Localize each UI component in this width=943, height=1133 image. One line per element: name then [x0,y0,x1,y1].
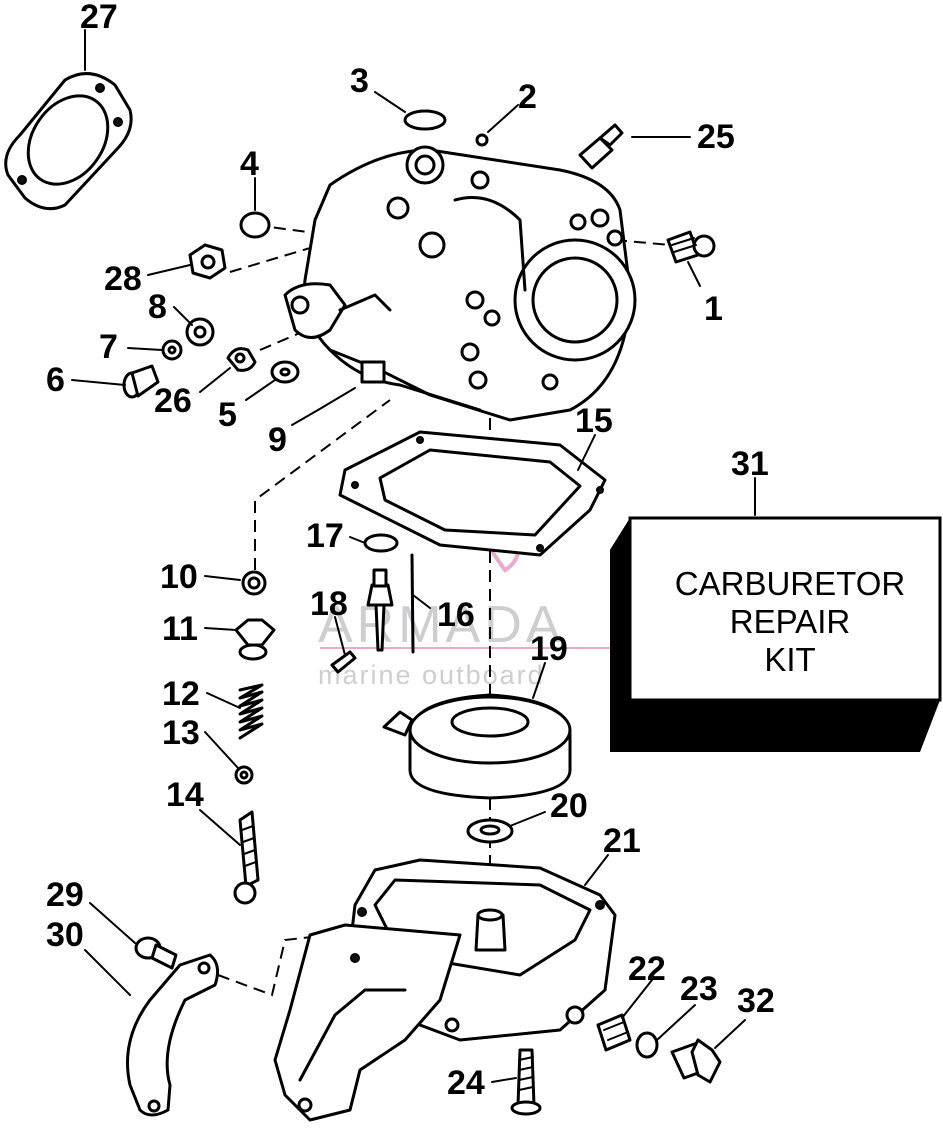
washer-7 [161,339,183,361]
needle-14 [233,810,260,905]
spring-12 [238,683,264,740]
callout-5: 5 [218,396,237,434]
ball-2 [475,133,489,147]
callout-3: 3 [350,62,369,100]
watermark-tagline: marine outboard [318,660,545,690]
callout-14: 14 [166,776,204,814]
pin-9 [317,387,356,411]
seat-17 [363,533,399,553]
kit-label-line-1: CARBURETOR [675,565,905,602]
callout-27: 27 [80,0,118,36]
fitting-25 [578,123,624,170]
callout-30: 30 [46,916,84,954]
nut-28 [188,243,227,280]
washer-20 [466,818,514,844]
armada-logo-watermark: ARMADA marine outboard [318,460,620,690]
float-19 [382,693,572,800]
callout-4: 4 [240,145,259,183]
callout-32: 32 [737,982,775,1020]
pin-18 [330,650,357,674]
callout-15: 15 [575,402,613,440]
callout-9: 9 [268,421,287,459]
screw-6 [122,364,160,399]
callout-labels: 1 2 3 4 5 6 7 8 9 10 11 12 13 14 15 16 1… [46,0,775,1102]
callout-24: 24 [447,1064,485,1102]
kit-label-line-2: REPAIR [730,603,850,640]
callout-2: 2 [518,78,537,116]
fitting-11 [234,618,276,661]
callout-7: 7 [99,328,118,366]
clamp-30 [126,953,220,1117]
callout-16: 16 [437,596,475,634]
kit-label-line-3: KIT [764,641,815,678]
washer-8 [185,317,215,347]
screw-24 [510,1048,542,1116]
carburetor-repair-kit-box: CARBURETOR REPAIR KIT [610,516,942,752]
screw-29 [134,936,178,970]
clip-26 [226,347,257,372]
callout-12: 12 [162,675,200,713]
callout-23: 23 [680,970,718,1008]
callout-26: 26 [154,382,192,420]
callout-21: 21 [603,822,641,860]
needle-valve-16 [366,568,394,652]
callout-20: 20 [550,787,588,825]
gasket-15 [338,430,607,557]
callout-11: 11 [162,610,198,648]
callout-17: 17 [306,517,344,555]
washer-10 [241,570,267,596]
washer-5 [270,360,300,384]
callout-1: 1 [704,290,723,328]
callout-18: 18 [310,585,348,623]
plug-3 [403,109,447,131]
screw-1 [666,230,716,264]
callout-28: 28 [104,260,142,298]
washer-23 [635,1031,659,1059]
callout-19: 19 [530,630,568,668]
callout-10: 10 [160,558,198,596]
callout-31: 31 [731,445,769,483]
callout-13: 13 [162,714,200,752]
washer-13 [234,765,254,785]
callout-22: 22 [628,950,666,988]
gasket-27 [4,72,133,211]
callout-8: 8 [148,288,167,326]
bolt-32 [670,1038,722,1084]
pin-16-stem [410,553,415,654]
carburetor-body [283,145,637,422]
plug-4 [239,211,271,239]
leader-lines [71,29,756,1083]
watermark-name: ARMADA [318,596,564,654]
callout-29: 29 [46,876,84,914]
callout-25: 25 [697,118,735,156]
mounting-bracket [273,923,462,1122]
callout-6: 6 [46,361,65,399]
screw-22 [596,1013,632,1052]
